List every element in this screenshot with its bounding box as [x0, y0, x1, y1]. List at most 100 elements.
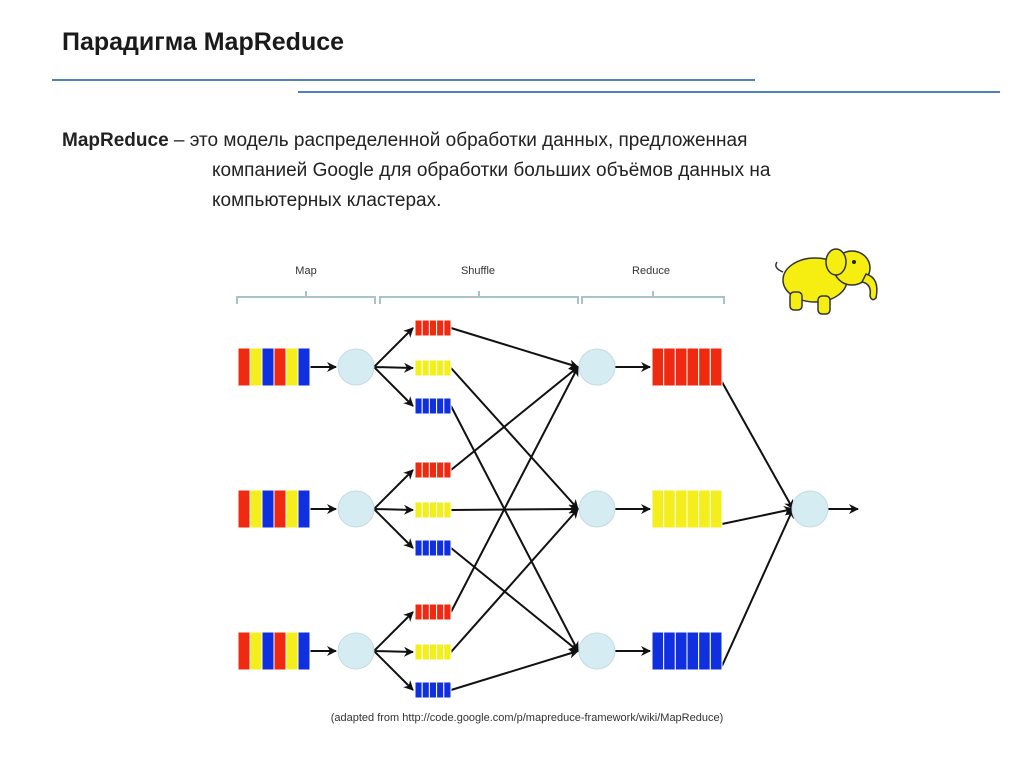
arrow: [373, 504, 414, 515]
arrow: [450, 504, 579, 515]
shuffle-queue-cell: [421, 359, 430, 377]
reduce-output-cell: [674, 347, 688, 387]
shuffle-queue-cell: [443, 397, 452, 415]
reduce-node: [578, 632, 616, 670]
reduce-output-cell: [674, 489, 688, 529]
shuffle-queue-cell: [428, 681, 438, 699]
shuffle-queue-cell: [421, 501, 430, 519]
shuffle-queue-cell: [428, 501, 438, 519]
reduce-output-cell: [698, 347, 711, 387]
shuffle-queue-cell: [436, 603, 445, 621]
dash: –: [168, 130, 190, 151]
reduce-output-cell: [674, 631, 688, 671]
shuffle-queue-cell: [443, 359, 452, 377]
reduce-output-cell: [651, 631, 665, 671]
final-node: [791, 490, 829, 528]
input-split-cell: [297, 347, 311, 387]
shuffle-queue-cell: [421, 319, 430, 337]
arrow: [450, 366, 579, 613]
shuffle-queue-cell: [428, 461, 438, 479]
shuffle-queue-cell: [443, 461, 452, 479]
input-split-cell: [237, 489, 251, 529]
reduce-output-cell: [663, 347, 676, 387]
input-split-cell: [297, 489, 311, 529]
shuffle-queue-cell: [414, 681, 423, 699]
input-split-cell: [249, 489, 263, 529]
map-node: [337, 348, 375, 386]
shuffle-queue-cell: [428, 603, 438, 621]
definition-term: MapReduce: [62, 130, 169, 151]
stage-label-map: Map: [295, 265, 316, 277]
shuffle-queue-cell: [428, 643, 438, 661]
arrow: [373, 469, 414, 510]
definition: MapReduce – это модель распределенной об…: [62, 126, 962, 216]
definition-line: это модель распределенной обработки данн…: [189, 130, 748, 151]
arrow: [373, 611, 414, 652]
arrow: [450, 547, 579, 652]
stage-label-shuffle: Shuffle: [461, 265, 495, 277]
input-split-cell: [261, 489, 275, 529]
input-split-cell: [261, 631, 275, 671]
divider: [52, 79, 755, 81]
arrow: [450, 327, 579, 370]
shuffle-queue-cell: [436, 461, 445, 479]
reduce-output-cell: [686, 631, 700, 671]
shuffle-queue-cell: [421, 643, 430, 661]
bracket-reduce: [581, 291, 725, 304]
shuffle-queue-cell: [428, 359, 438, 377]
input-split-cell: [273, 489, 287, 529]
bracket-shuffle: [379, 291, 579, 304]
arrow: [721, 508, 794, 667]
reduce-output-cell: [651, 489, 665, 529]
reduce-node: [578, 490, 616, 528]
arrow: [373, 366, 414, 407]
diagram-caption: (adapted from http://code.google.com/p/m…: [331, 712, 724, 724]
arrow: [450, 508, 579, 653]
arrow: [450, 405, 579, 652]
shuffle-queue-cell: [428, 397, 438, 415]
shuffle-queue-cell: [436, 501, 445, 519]
shuffle-queue-cell: [414, 359, 423, 377]
shuffle-queue-cell: [414, 319, 423, 337]
shuffle-queue-cell: [443, 603, 452, 621]
divider: [298, 91, 1000, 93]
input-split-cell: [237, 347, 251, 387]
shuffle-queue-cell: [443, 539, 452, 557]
bracket-map: [236, 291, 376, 304]
input-split-cell: [285, 347, 299, 387]
shuffle-queue-cell: [436, 397, 445, 415]
shuffle-queue-cell: [428, 539, 438, 557]
input-split-cell: [297, 631, 311, 671]
shuffle-queue-cell: [414, 603, 423, 621]
arrow: [373, 650, 414, 691]
reduce-output-cell: [709, 631, 723, 671]
map-node: [337, 490, 375, 528]
input-split-cell: [249, 347, 263, 387]
shuffle-queue-cell: [421, 397, 430, 415]
shuffle-queue-cell: [443, 501, 452, 519]
reduce-output-cell: [686, 347, 700, 387]
page-title: Парадигма MapReduce: [62, 28, 345, 56]
shuffle-queue-cell: [414, 461, 423, 479]
reduce-output-cell: [698, 631, 711, 671]
reduce-output-cell: [698, 489, 711, 529]
arrow: [373, 646, 414, 657]
shuffle-queue-cell: [436, 643, 445, 661]
map-node: [337, 632, 375, 670]
shuffle-queue-cell: [443, 319, 452, 337]
hadoop-elephant-icon: [775, 248, 878, 315]
reduce-output-cell: [686, 489, 700, 529]
input-split-cell: [273, 631, 287, 671]
shuffle-queue-cell: [421, 603, 430, 621]
input-split-cell: [273, 347, 287, 387]
input-split-cell: [249, 631, 263, 671]
arrow: [450, 367, 579, 510]
arrow: [721, 505, 794, 525]
arrow: [450, 648, 579, 691]
definition-line: компанией Google для обработки больших о…: [212, 160, 771, 181]
arrow: [373, 508, 414, 549]
definition-line: компьютерных кластерах.: [212, 190, 442, 211]
arrow: [721, 381, 794, 510]
shuffle-queue-cell: [421, 461, 430, 479]
